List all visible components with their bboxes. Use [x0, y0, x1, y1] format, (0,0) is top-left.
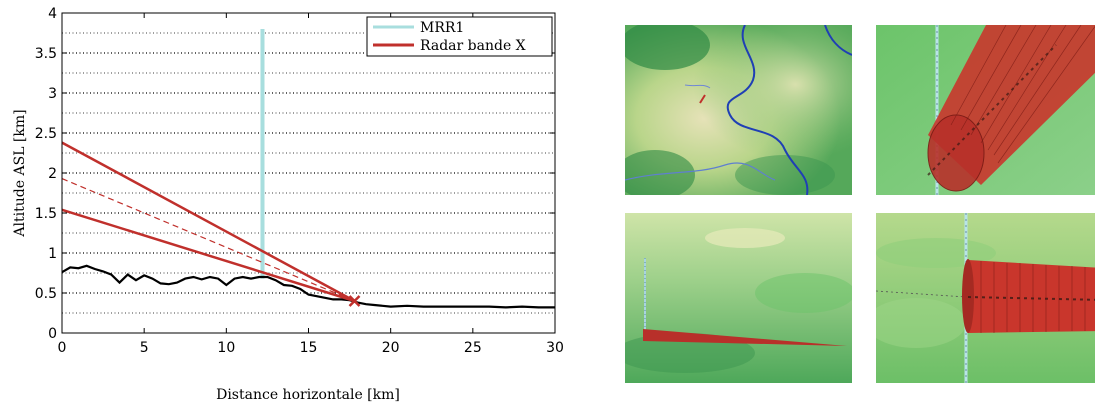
chart-grid [62, 32, 555, 314]
radar-beam-line [61, 178, 355, 302]
radar-beam-closeup-panel [876, 25, 1095, 195]
x-tick-label: 5 [140, 340, 149, 356]
y-tick-label: 3.5 [35, 46, 57, 62]
chart-series [61, 29, 555, 309]
radar-beam-line [61, 141, 356, 303]
chart-ticks: 0 5 10 15 20 25 30 0 0.5 1 1.5 2 2.5 3 3.5 4 [35, 6, 564, 356]
y-tick-label: 2.5 [35, 126, 57, 142]
radar-beam-line [61, 208, 355, 303]
y-tick-label: 4 [48, 6, 57, 22]
x-tick-label: 0 [58, 340, 67, 356]
x-tick-label: 15 [300, 340, 318, 356]
legend-label-mrr1: MRR1 [420, 20, 464, 36]
beam-wide-view-panel [625, 213, 852, 383]
legend-label-radar: Radar bande X [420, 38, 526, 54]
radar-beam-side-panel [876, 213, 1095, 383]
y-tick-label: 2 [48, 166, 57, 182]
y-tick-label: 1 [48, 246, 57, 262]
legend: MRR1 Radar bande X [366, 16, 553, 57]
altitude-chart: 0 5 10 15 20 25 30 0 0.5 1 1.5 2 2.5 3 3.5 4 Distance h… [12, 6, 564, 403]
x-tick-label: 20 [382, 340, 400, 356]
terrain-map-panel [625, 25, 852, 195]
y-tick-label: 3 [48, 86, 57, 102]
x-tick-label: 25 [464, 340, 482, 356]
x-tick-label: 10 [217, 340, 235, 356]
x-tick-label: 30 [546, 340, 564, 356]
terrain-line [61, 264, 555, 309]
legend-box [366, 16, 553, 57]
y-tick-label: 0 [48, 326, 57, 342]
y-axis-label: Altitude ASL [km] [12, 109, 28, 237]
x-axis-label: Distance horizontale [km] [216, 387, 400, 403]
y-tick-label: 1.5 [35, 206, 57, 222]
y-tick-label: 0.5 [35, 286, 57, 302]
radar-marker [348, 295, 361, 307]
